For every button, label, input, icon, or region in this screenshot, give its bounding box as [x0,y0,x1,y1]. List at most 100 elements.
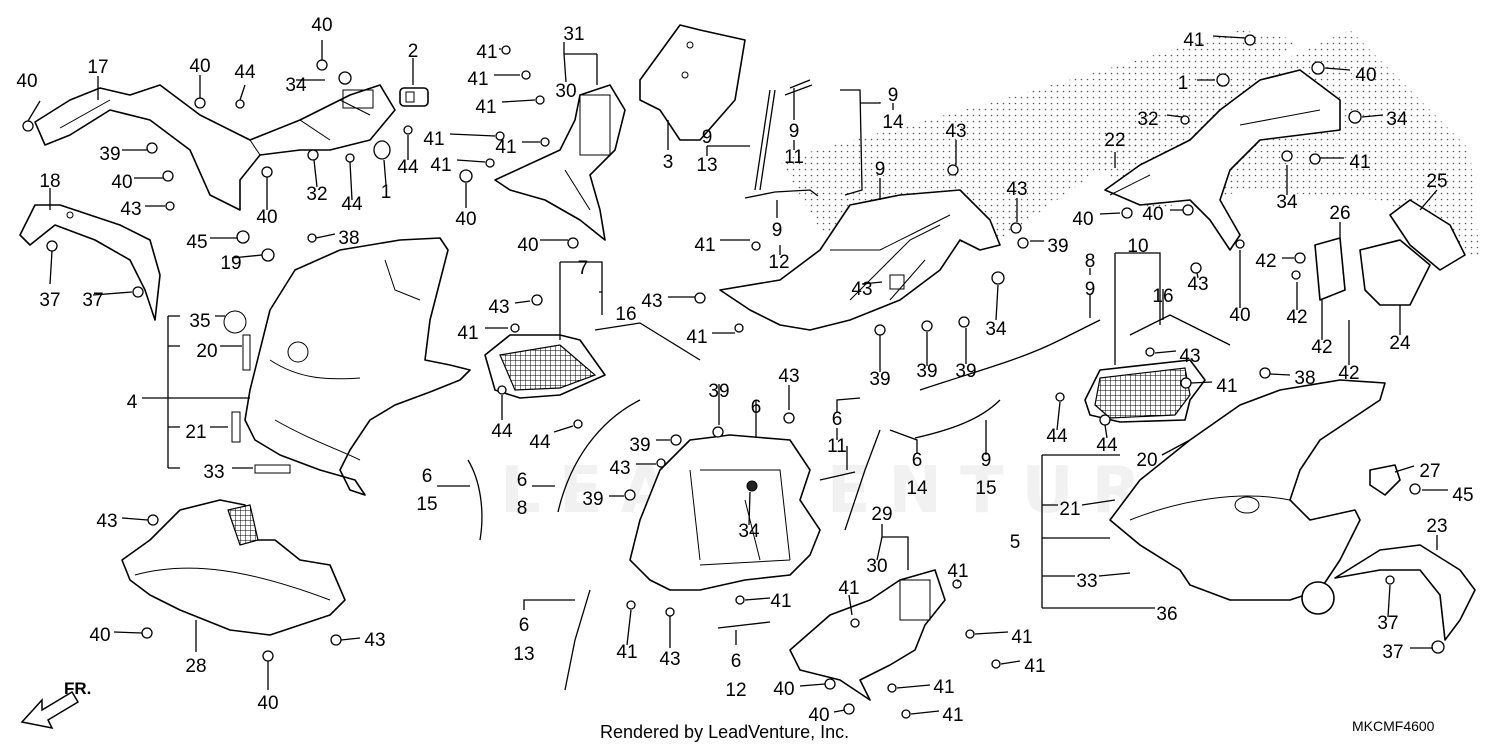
part-5-right-side-cowl [1109,379,1386,615]
callout-4: 4 [127,392,138,413]
callout-8: 8 [517,498,528,519]
callout-33: 33 [203,462,224,483]
part-22-upper-stay [1104,69,1341,251]
callout-17: 17 [87,57,108,78]
callout-26: 26 [1329,203,1350,224]
callout-6: 6 [422,466,433,487]
callout-39: 39 [99,144,120,165]
dotted-shading-rear [1080,30,1480,260]
part-16-strip-left [594,322,701,361]
callout-40: 40 [1142,204,1163,225]
callout-36: 36 [1156,604,1177,625]
callout-25: 25 [1426,171,1447,192]
callout-18: 18 [39,171,60,192]
callout-39: 39 [582,489,603,510]
callout-6: 6 [731,651,742,672]
callout-43: 43 [96,511,117,532]
callout-44: 44 [529,432,551,453]
callout-31: 31 [563,24,584,45]
part-3-panel [639,24,746,141]
callout-29: 29 [871,504,892,525]
callout-37: 37 [1377,613,1398,634]
callout-41: 41 [475,97,496,118]
part-25-plate [1389,199,1466,271]
callout-34: 34 [1386,109,1408,130]
part-16-strip-right [1129,314,1231,346]
callout-42: 42 [1286,307,1307,328]
callout-34: 34 [738,521,760,542]
callout-14: 14 [882,112,904,133]
callout-45: 45 [1452,485,1473,506]
callout-40: 40 [1072,209,1093,230]
callout-41: 41 [1216,376,1237,397]
callout-14: 14 [906,478,928,499]
callout-39: 39 [916,361,937,382]
callout-15: 15 [416,494,437,515]
callout-41: 41 [476,42,497,63]
callout-10: 10 [1127,236,1148,257]
callout-41: 41 [694,235,715,256]
callout-43: 43 [641,291,662,312]
callout-23: 23 [1426,516,1447,537]
callout-41: 41 [430,155,451,176]
callout-34: 34 [985,319,1007,340]
callout-32: 32 [1137,109,1158,130]
callout-11: 11 [827,436,847,457]
callout-28: 28 [185,656,206,677]
callout-41: 41 [1024,656,1045,677]
callout-15: 15 [975,478,996,499]
front-direction-arrow: FR. [20,679,91,730]
callout-44: 44 [1046,426,1068,447]
callout-2: 2 [408,41,419,62]
callout-21: 21 [1059,499,1080,520]
watermark: LEADVENTURE [500,454,1221,528]
callout-40: 40 [111,172,132,193]
callout-43: 43 [945,121,966,142]
part-29-lower-panel [789,569,946,701]
callout-43: 43 [609,458,630,479]
callout-9: 9 [875,159,886,180]
callout-27: 27 [1419,461,1440,482]
callout-40: 40 [311,15,332,36]
callout-44: 44 [397,157,419,178]
callout-9: 9 [702,127,713,148]
callout-9: 9 [888,85,899,106]
part-27-bracket [1369,464,1401,496]
callout-41: 41 [1183,30,1204,51]
callout-40: 40 [1229,305,1250,326]
callout-40: 40 [257,693,278,714]
callout-41: 41 [947,561,968,582]
rendered-by-credit: Rendered by LeadVenture, Inc. [600,722,849,742]
front-arrow-label: FR. [64,679,91,698]
callout-43: 43 [1179,346,1200,367]
callout-41: 41 [495,137,516,158]
callout-41: 41 [1011,627,1032,648]
callout-16: 16 [615,304,636,325]
diagram-code: MKCMF4600 [1352,718,1435,734]
part-18-bracket [19,204,161,321]
callout-9: 9 [772,220,783,241]
callout-33: 33 [1076,571,1097,592]
part-4-left-front-cowl [223,237,471,496]
callout-6: 6 [832,409,843,430]
part-23-rear-stay [1334,544,1476,641]
callout-19: 19 [220,253,241,274]
rubber-strips-top [744,79,863,199]
callout-41: 41 [770,591,791,612]
callout-40: 40 [808,705,829,726]
part-10-grille [1084,359,1206,423]
callout-41: 41 [933,677,954,698]
callout-39: 39 [629,435,650,456]
callout-22: 22 [1104,130,1125,151]
callout-11: 11 [784,147,804,168]
part-26-plate [1314,237,1346,301]
callout-6: 6 [751,397,762,418]
part-6-center-frame [629,434,821,591]
callout-20: 20 [196,341,217,362]
callout-39: 39 [869,369,890,390]
callout-44: 44 [234,62,256,83]
callout-21: 21 [185,422,206,443]
callout-43: 43 [659,649,680,670]
callout-9: 9 [981,450,992,471]
